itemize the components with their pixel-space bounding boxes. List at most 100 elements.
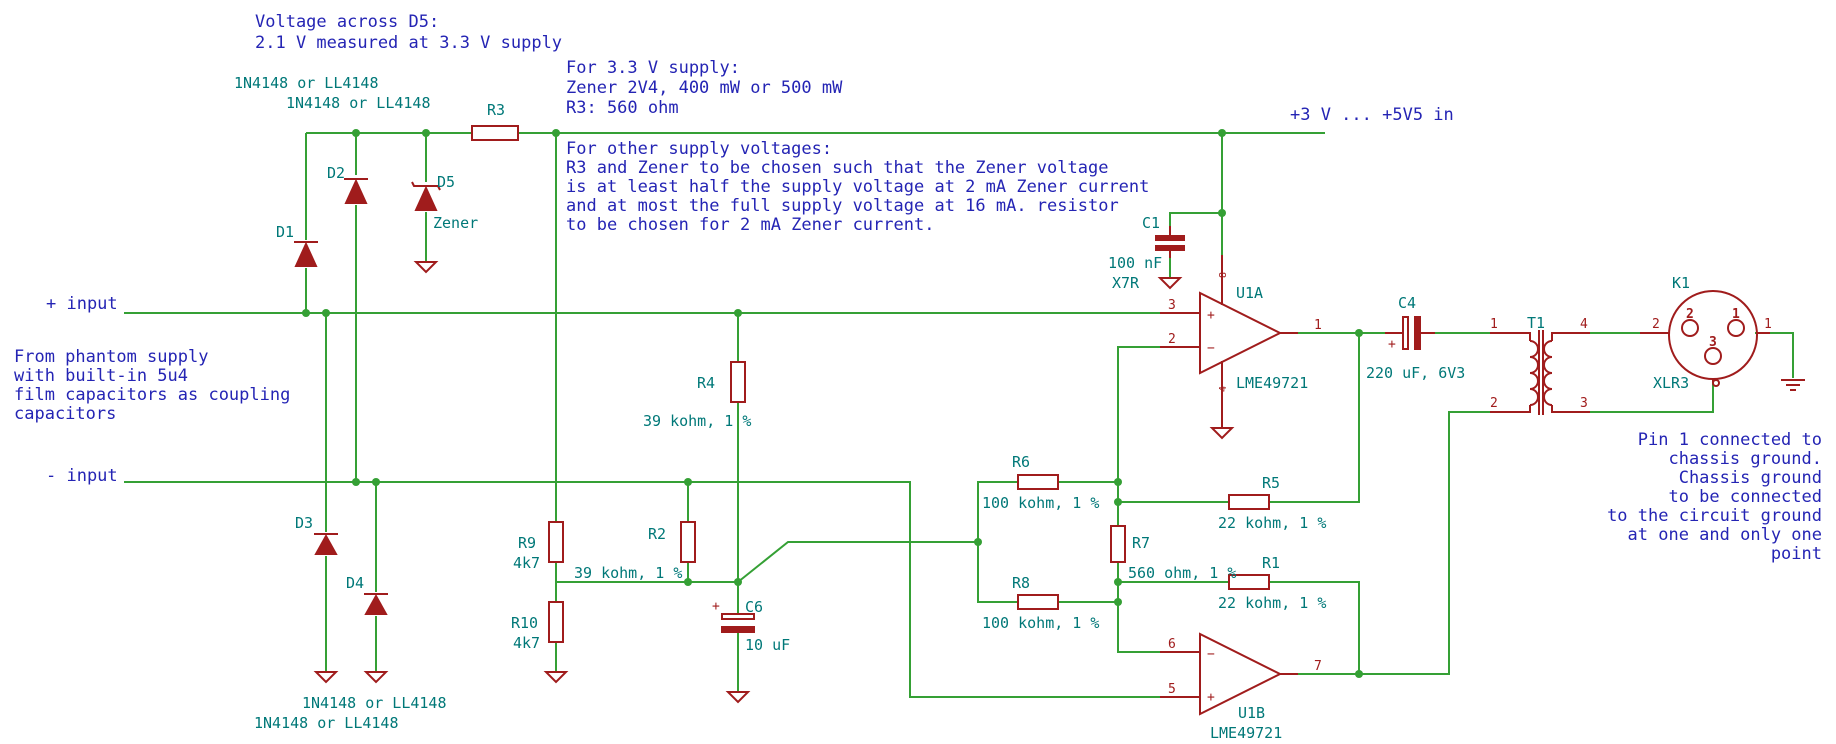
note-other-4: and at most the full supply voltage at 1…: [566, 196, 1119, 216]
svg-text:1: 1: [1490, 317, 1498, 332]
svg-text:2: 2: [1490, 396, 1498, 411]
resistor-r5: [1228, 494, 1270, 510]
svg-text:−: −: [1207, 647, 1215, 662]
wire-r5-right: [1269, 333, 1360, 503]
component-labels: 1N4148 or LL4148 1N4148 or LL4148 D1 D2 …: [234, 74, 1690, 742]
note-pin1-1: Pin 1 connected to: [1638, 430, 1822, 450]
diode-d4: [364, 593, 388, 615]
svg-text:1: 1: [1314, 318, 1322, 333]
label-r9: R9: [518, 534, 536, 552]
svg-text:1: 1: [1764, 317, 1772, 332]
note-other-3: is at least half the supply voltage at 2…: [566, 177, 1149, 197]
minus-input-label: - input: [46, 466, 118, 486]
label-k1: K1: [1672, 274, 1690, 292]
wires: [124, 132, 1794, 698]
label-u1a: U1A: [1236, 284, 1263, 302]
svg-text:6: 6: [1168, 637, 1176, 652]
diode-d3: [314, 533, 338, 555]
svg-text:+: +: [1207, 690, 1215, 705]
supply-in-label: +3 V ... +5V5 in: [1290, 105, 1454, 125]
label-u1b: U1B: [1238, 704, 1265, 722]
label-u1b-value: LME49721: [1210, 724, 1282, 742]
label-r5-value: 22 kohm, 1 %: [1218, 514, 1326, 532]
wire-u1b-minus: [1117, 582, 1160, 653]
note-d5-title: Voltage across D5:: [255, 12, 439, 32]
note-phantom-1: From phantom supply: [14, 347, 208, 367]
label-d1: D1: [276, 223, 294, 241]
svg-text:4: 4: [1580, 317, 1588, 332]
resistor-r3: [471, 125, 519, 141]
svg-text:2: 2: [1168, 332, 1176, 347]
label-d34-value-a: 1N4148 or LL4148: [302, 694, 447, 712]
label-r8: R8: [1012, 574, 1030, 592]
svg-text:+: +: [1207, 308, 1215, 323]
note-supply-zener: Zener 2V4, 400 mW or 500 mW: [566, 78, 843, 98]
label-t1: T1: [1527, 314, 1545, 332]
zener-d5: [411, 181, 441, 211]
resistor-r6: [1017, 474, 1059, 490]
resistor-r4: [730, 361, 746, 403]
wire-t1-sec-bot: [1570, 382, 1714, 413]
note-phantom-3: film capacitors as coupling: [14, 385, 290, 405]
wire-vref: [737, 541, 978, 583]
svg-text:3: 3: [1168, 298, 1176, 313]
label-r1: R1: [1262, 554, 1280, 572]
transformer-t1: 1 2 3 4: [1490, 317, 1590, 415]
label-d12-value-a: 1N4148 or LL4148: [234, 74, 379, 92]
svg-text:2: 2: [1686, 307, 1694, 322]
wire-r1-right: [1269, 581, 1360, 674]
capacitor-c6: +: [712, 599, 755, 633]
note-d5-value: 2.1 V measured at 3.3 V supply: [255, 33, 562, 53]
label-c6: C6: [745, 598, 763, 616]
note-phantom-4: capacitors: [14, 404, 116, 424]
opamp-u1b: − + 6 5 7: [1160, 632, 1322, 716]
label-d3: D3: [295, 514, 313, 532]
svg-text:+: +: [712, 599, 720, 614]
label-r4: R4: [697, 374, 715, 392]
ground-symbols: [313, 261, 1805, 704]
note-other-1: For other supply voltages:: [566, 139, 832, 159]
label-r6: R6: [1012, 453, 1030, 471]
label-r3: R3: [487, 101, 505, 119]
label-r2: R2: [648, 525, 666, 543]
resistor-r2: [680, 521, 696, 563]
note-phantom-2: with built-in 5u4: [14, 366, 188, 386]
svg-text:3: 3: [1580, 396, 1588, 411]
notes: Voltage across D5: 2.1 V measured at 3.3…: [14, 12, 1822, 564]
label-k1-value: XLR3: [1653, 374, 1689, 392]
label-r6-value: 100 kohm, 1 %: [982, 494, 1099, 512]
label-d4: D4: [346, 574, 364, 592]
svg-text:4: 4: [1218, 386, 1229, 392]
note-pin1-6: at one and only one: [1628, 525, 1822, 545]
xlr-connector-k1: 2 1 3 2 1: [1640, 290, 1772, 387]
label-c1-value: 100 nF: [1108, 254, 1162, 272]
svg-text:−: −: [1207, 341, 1215, 356]
wire-u1b-out: [1280, 411, 1520, 675]
label-c1-dielectric: X7R: [1112, 274, 1140, 292]
label-r8-value: 100 kohm, 1 %: [982, 614, 1099, 632]
note-pin1-4: to be connected: [1668, 487, 1822, 507]
svg-text:8: 8: [1218, 272, 1229, 278]
resistor-r9: [548, 521, 564, 563]
svg-text:+: +: [1388, 337, 1396, 352]
chassis-ground: [1781, 379, 1805, 391]
svg-text:5: 5: [1168, 682, 1176, 697]
note-pin1-3: Chassis ground: [1679, 468, 1822, 488]
label-d5-value: Zener: [433, 214, 478, 232]
label-d34-value-b: 1N4148 or LL4148: [254, 714, 399, 732]
wire-minus-input: [124, 481, 1160, 698]
resistor-r10: [548, 601, 564, 643]
note-other-5: to be chosen for 2 mA Zener current.: [566, 215, 934, 235]
resistor-r7: [1110, 525, 1126, 563]
junctions: [302, 129, 1363, 678]
label-d12-value-b: 1N4148 or LL4148: [286, 94, 431, 112]
svg-text:7: 7: [1314, 659, 1322, 674]
note-other-2: R3 and Zener to be chosen such that the …: [566, 158, 1108, 178]
label-c6-value: 10 uF: [745, 636, 790, 654]
wire-k1-pin1: [1755, 332, 1794, 378]
diode-d1: [294, 241, 318, 267]
note-pin1-5: to the circuit ground: [1607, 506, 1822, 526]
label-r9-value: 4k7: [513, 554, 540, 572]
label-r1-value: 22 kohm, 1 %: [1218, 594, 1326, 612]
label-c1: C1: [1142, 214, 1160, 232]
